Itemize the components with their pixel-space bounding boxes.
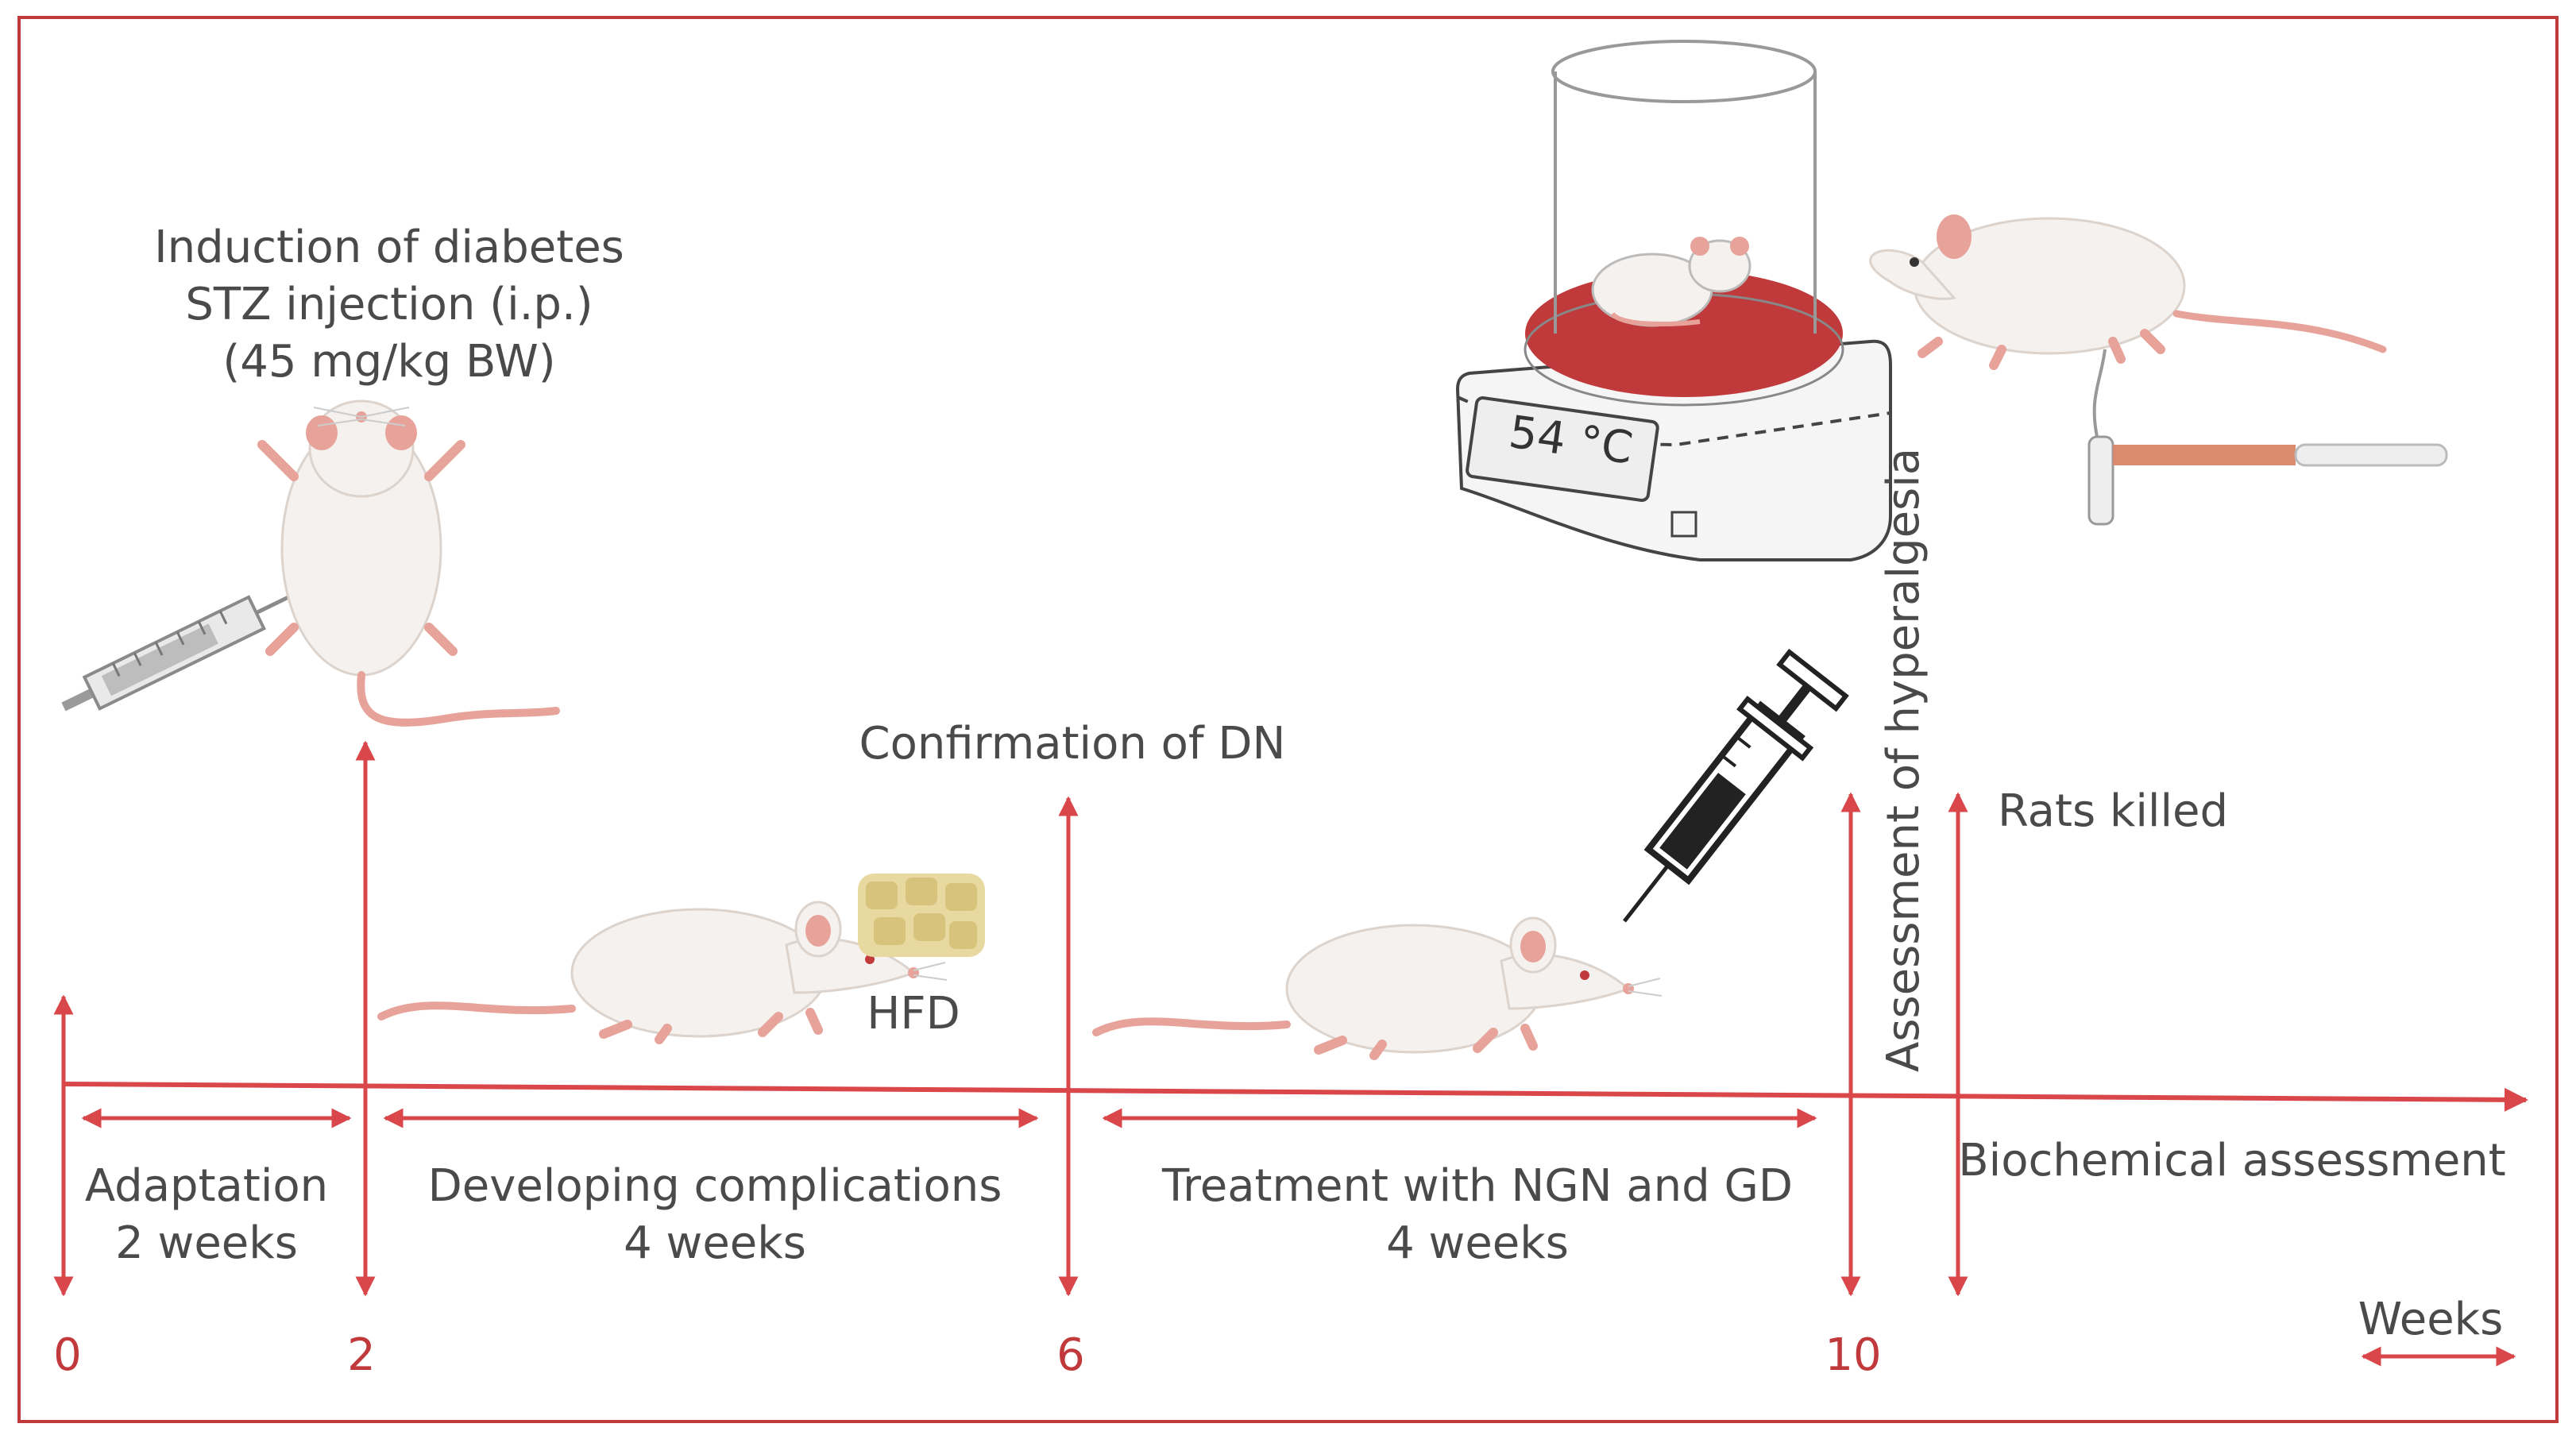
confirmation-label: Confirmation of DN: [859, 718, 1286, 770]
weeks-label: Weeks: [2358, 1294, 2504, 1345]
timeline-axis: [63, 1082, 2528, 1112]
hfd-label: HFD: [867, 988, 960, 1040]
figure-frame: [17, 16, 2559, 1423]
rat-icon: [1096, 918, 1662, 1055]
developing-line1: Developing complications: [428, 1160, 1002, 1212]
induction-line2: STZ injection (i.p.): [185, 279, 593, 330]
adaptation-line1: Adaptation: [85, 1160, 328, 1212]
rat-supine-icon: [257, 399, 560, 727]
treatment-line2: 4 weeks: [1386, 1217, 1569, 1269]
tick-label: 2: [347, 1329, 376, 1381]
rats-killed-label: Rats killed: [1998, 785, 2228, 837]
tick-label: 0: [53, 1329, 82, 1381]
adaptation-line2: 2 weeks: [115, 1217, 298, 1269]
hyperalgesia-label: Assessment of hyperalgesia: [1878, 448, 1929, 1072]
hfd-pellets-icon: [858, 874, 985, 957]
treatment-line1: Treatment with NGN and GD: [1161, 1160, 1793, 1212]
tail-flick-icon: [1869, 214, 2448, 526]
tick-label: 6: [1056, 1329, 1085, 1381]
induction-line3: (45 mg/kg BW): [222, 336, 555, 388]
induction-line1: Induction of diabetes: [154, 222, 624, 273]
syringe-black-icon: [1623, 648, 1849, 923]
biochemical-label: Biochemical assessment: [1958, 1135, 2505, 1186]
tick-label: 10: [1825, 1329, 1881, 1381]
hotplate-icon: 54 °C: [1455, 40, 1892, 561]
developing-line2: 4 weeks: [624, 1217, 806, 1269]
